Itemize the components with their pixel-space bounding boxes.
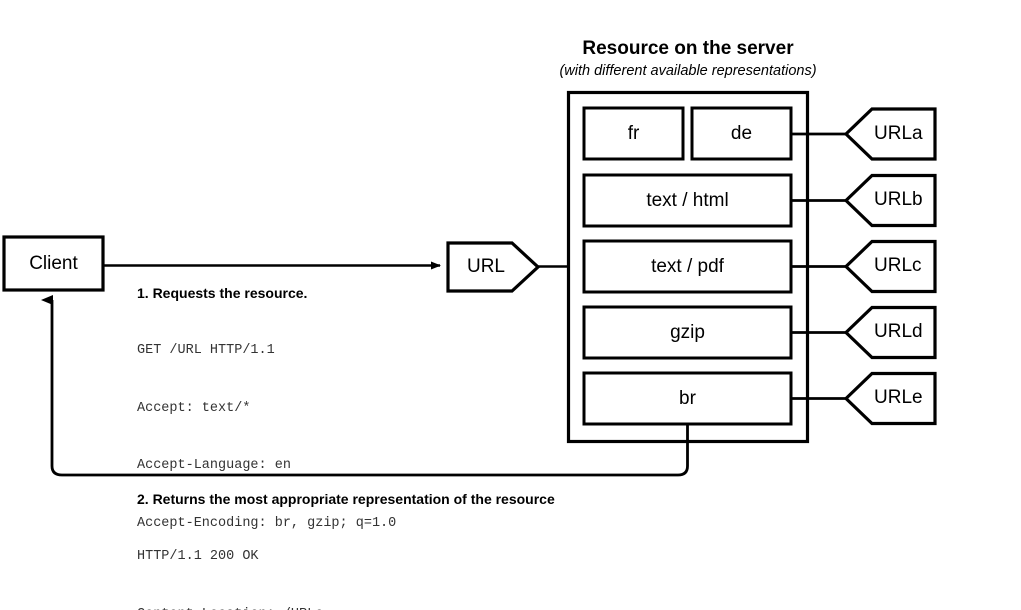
url-variant-shape-urlb — [843, 173, 937, 228]
request-line: Accept-Encoding: br, gzip; q=1.0 — [137, 515, 397, 531]
url-variant-label-urld: URLd — [874, 321, 923, 342]
client-box — [2, 235, 105, 292]
url-variant-label-urlc: URLc — [874, 255, 922, 276]
url-variant-shape-urlc — [843, 239, 937, 294]
representation-box-text-pdf — [582, 239, 793, 294]
server-heading-block: Resource on the server (with different a… — [538, 38, 838, 80]
response-line: HTTP/1.1 200 OK — [137, 549, 259, 565]
representation-box-gzip — [582, 305, 793, 360]
url-variant-shape-urle — [843, 371, 937, 426]
request-title: 1. Requests the resource. — [137, 285, 308, 301]
url-variant-label-urlb: URLb — [874, 189, 923, 210]
response-message-block: 2. Returns the most appropriate represen… — [137, 490, 555, 610]
request-lines: GET /URL HTTP/1.1 Accept: text/* Accept-… — [137, 303, 396, 571]
response-arrow — [41, 295, 689, 477]
server-heading-subtitle: (with different available representation… — [559, 62, 817, 79]
representation-box-br — [582, 371, 793, 426]
representation-box-de — [690, 106, 793, 161]
request-line: GET /URL HTTP/1.1 — [137, 343, 275, 359]
request-line: Accept: text/* — [137, 400, 251, 416]
response-title: 2. Returns the most appropriate represen… — [137, 491, 555, 507]
response-line: Content-Location: /URLe — [137, 605, 555, 610]
representation-box-fr — [582, 106, 685, 161]
url-variant-shape-urld — [843, 305, 937, 360]
representation-box-text-html — [582, 173, 793, 228]
url-variant-label-urle: URLe — [874, 387, 923, 408]
url-variant-shape-urla — [843, 107, 937, 161]
response-lines: HTTP/1.1 200 OK Content-Location: /URLe … — [137, 509, 555, 610]
request-message-block: 1. Requests the resource. GET /URL HTTP/… — [137, 284, 396, 571]
url-node-shape — [446, 241, 541, 293]
request-line: Accept-Language: en — [137, 458, 291, 474]
server-heading-title: Resource on the server — [582, 38, 794, 59]
url-variant-label-urla: URLa — [874, 123, 923, 144]
